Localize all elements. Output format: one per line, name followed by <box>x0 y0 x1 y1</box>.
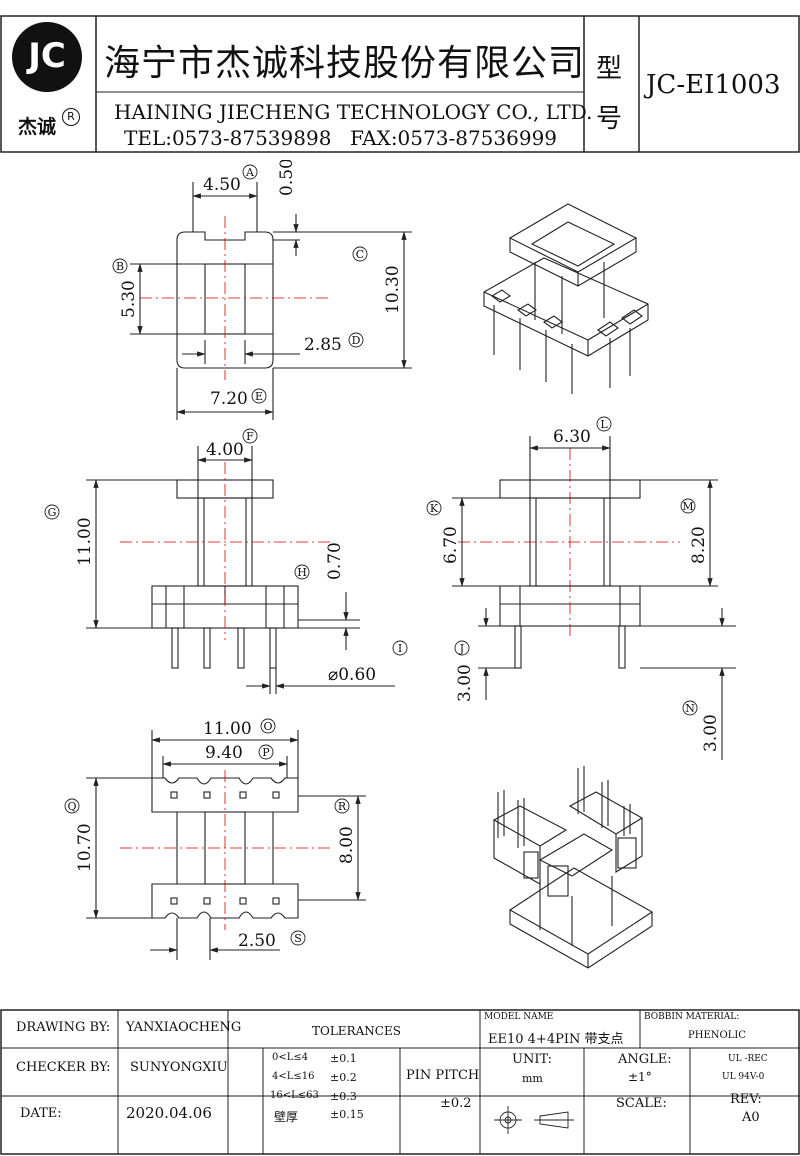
ref-h: H <box>297 566 307 579</box>
rev-label: REV: <box>730 1092 762 1107</box>
dim-s-value: 2.50 <box>238 931 276 951</box>
logo-name: 杰诚 <box>18 116 57 138</box>
dim-q-value: 10.70 <box>75 823 95 872</box>
ref-e: E <box>255 390 263 403</box>
dim-e-value: 7.20 <box>210 389 248 409</box>
registered-mark-icon: R <box>62 108 80 126</box>
dim-l-value: 6.30 <box>553 427 591 447</box>
drawing-by-label: DRAWING BY: <box>16 1020 111 1035</box>
title-block-footer: DRAWING BY: YANXIAOCHENG CHECKER BY: SUN… <box>0 1008 800 1156</box>
dim-n-value: 3.00 <box>701 714 721 752</box>
ul-94v0: UL 94V-0 <box>722 1072 765 1082</box>
ref-f: F <box>246 430 254 443</box>
ref-i: I <box>398 642 402 655</box>
ref-o: O <box>263 720 272 733</box>
tol-range-2: 16<L≤63 <box>270 1090 319 1101</box>
tol-range-0: 0<L≤4 <box>272 1052 309 1063</box>
rev-value: A0 <box>742 1110 760 1125</box>
model-name-value: EE10 4+4PIN 带支点 <box>488 1032 624 1047</box>
ref-j: J <box>459 642 464 655</box>
dim-h-value: 0.70 <box>325 542 345 580</box>
angle-label: ANGLE: <box>618 1052 672 1067</box>
company-name-cn: 海宁市杰诚科技股份有限公司 <box>104 43 586 84</box>
drawing-by-value: YANXIAOCHENG <box>126 1020 242 1035</box>
bottom-view <box>86 730 366 960</box>
ref-k: K <box>430 502 439 515</box>
footer-grid <box>0 1009 800 1155</box>
company-logo: JC 杰诚 R <box>12 22 84 144</box>
dim-p-value: 9.40 <box>205 743 243 763</box>
ref-p: P <box>262 746 270 759</box>
checker-by-value: SUNYONGXIU <box>130 1060 228 1075</box>
company-fax: FAX:0573-87536999 <box>350 126 558 150</box>
model-label-1: 型 <box>596 54 623 84</box>
side-view <box>452 436 736 760</box>
ref-s: S <box>294 932 302 945</box>
ref-r: R <box>338 800 347 813</box>
bobbin-material-value: PHENOLIC <box>688 1030 746 1041</box>
ref-l: L <box>600 418 608 431</box>
ref-b: B <box>116 260 124 273</box>
dim-c-value: 10.30 <box>383 265 403 314</box>
dim-f-value: 4.00 <box>206 440 244 460</box>
isometric-view-upper <box>483 203 649 394</box>
dim-m-value: 8.20 <box>689 526 709 564</box>
front-view <box>86 446 395 694</box>
date-label: DATE: <box>20 1106 62 1121</box>
dim-r-value: 8.00 <box>337 826 357 864</box>
dim-a-value: 4.50 <box>203 175 241 195</box>
pin-pitch-value: ±0.2 <box>440 1096 472 1111</box>
model-name-label: MODEL NAME <box>484 1012 554 1022</box>
company-name-en: HAINING JIECHENG TECHNOLOGY CO., LTD. <box>114 100 593 124</box>
unit-label: UNIT: <box>512 1052 553 1067</box>
dim-a2-value: 0.50 <box>277 160 297 196</box>
header-frame <box>0 15 800 153</box>
tol-value-0: ±0.1 <box>330 1052 357 1065</box>
ref-d: D <box>352 334 361 347</box>
dim-k-value: 6.70 <box>441 526 461 564</box>
logo-emblem <box>12 22 82 92</box>
tol-range-3: 壁厚 <box>274 1110 299 1124</box>
dim-j-value: 3.00 <box>455 664 475 702</box>
dim-b-value: 5.30 <box>119 280 139 318</box>
engineering-drawing: 4.50 0.50 5.30 10.30 2.85 7.20 4.00 11.0… <box>44 160 736 969</box>
ref-a: A <box>245 166 255 179</box>
dim-d-value: 2.85 <box>304 335 342 355</box>
top-view <box>130 182 412 420</box>
bobbin-material-label: BOBBIN MATERIAL: <box>644 1012 740 1022</box>
ref-c: C <box>356 248 364 261</box>
isometric-view-lower <box>492 766 654 969</box>
dim-o-value: 11.00 <box>203 719 252 739</box>
ref-q: Q <box>67 800 76 813</box>
model-label-2: 号 <box>596 104 623 134</box>
ul-rec: UL -REC <box>728 1054 768 1064</box>
company-tel: TEL:0573-87539898 <box>124 126 332 150</box>
ref-m: M <box>682 500 693 513</box>
logo-letters: JC <box>28 36 66 76</box>
tol-range-1: 4<L≤16 <box>272 1071 315 1082</box>
tol-value-1: ±0.2 <box>330 1071 357 1084</box>
date-value: 2020.04.06 <box>126 1104 212 1122</box>
model-number: JC-EI1003 <box>646 70 781 100</box>
ref-g: G <box>48 506 57 519</box>
angle-value: ±1° <box>628 1070 652 1084</box>
title-block-header: JC 杰诚 R 海宁市杰诚科技股份有限公司 HAINING JIECHENG T… <box>0 0 800 160</box>
scale-label: SCALE: <box>616 1096 667 1111</box>
unit-value: mm <box>522 1072 543 1085</box>
pin-pitch-label: PIN PITCH <box>406 1068 480 1083</box>
projection-symbol-icon <box>494 1106 574 1134</box>
tol-value-3: ±0.15 <box>330 1108 364 1121</box>
tol-value-2: ±0.3 <box>330 1090 357 1103</box>
ref-n: N <box>685 702 695 715</box>
dim-i-value: ⌀0.60 <box>328 665 376 685</box>
dim-g-value: 11.00 <box>75 517 95 566</box>
checker-by-label: CHECKER BY: <box>16 1060 111 1075</box>
tolerances-label: TOLERANCES <box>312 1024 401 1038</box>
